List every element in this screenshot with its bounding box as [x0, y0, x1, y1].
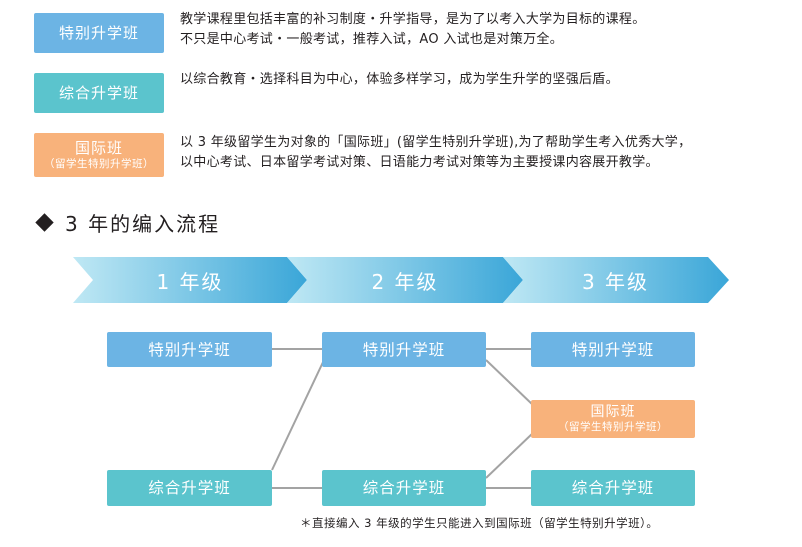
desc-line: 教学课程里包括丰富的补习制度・升学指导，是为了以考入大学为目标的课程。 [180, 12, 646, 27]
connector-line [485, 431, 535, 479]
box-label: 特别升学班 [362, 340, 446, 359]
course-label-text: 国际班 [74, 139, 123, 157]
box-label: 特别升学班 [148, 340, 231, 359]
flow-box-y3-international: 国际班 （留学生特别升学班） [531, 400, 695, 438]
box-label: 综合升学班 [148, 479, 231, 497]
desc-line: 以中心考试、日本留学考试对策、日语能力考试对策等为主要授课内容展开教学。 [180, 155, 659, 170]
flow-box-y3-special: 特别升学班 [531, 332, 695, 367]
section-title-text: 3 年的编入流程 [65, 211, 221, 236]
desc-line: 不只是中心考试・一般考试，推荐入试，AO 入试也是对策万全。 [180, 32, 564, 47]
course-label-general: 综合升学班 [34, 73, 164, 113]
box-label: 国际班 [590, 404, 636, 420]
flow-box-y2-special: 特别升学班 [322, 332, 486, 367]
box-sublabel: （留学生特别升学班） [558, 421, 668, 433]
course-label-special: 特别升学班 [34, 13, 164, 53]
flow-box-y1-general: 综合升学班 [107, 470, 272, 506]
year-1-label: 1 年级 [156, 269, 224, 294]
year-3-label: 3 年级 [581, 269, 650, 294]
course-desc-special: 教学课程里包括丰富的补习制度・升学指导，是为了以考入大学为目标的课程。 不只是中… [180, 10, 790, 50]
course-label-international: 国际班 （留学生特别升学班） [34, 133, 164, 177]
desc-line: 以综合教育・选择科目为中心，体验多样学习，成为学生升学的坚强后盾。 [180, 72, 619, 87]
box-label: 特别升学班 [571, 340, 655, 359]
course-desc-general: 以综合教育・选择科目为中心，体验多样学习，成为学生升学的坚强后盾。 [180, 70, 790, 90]
year-2-arrow [287, 257, 523, 303]
section-title: 3 年的编入流程 [32, 206, 220, 238]
year-1-arrow [73, 257, 307, 303]
connector-line [485, 359, 535, 407]
flow-box-y3-general: 综合升学班 [531, 470, 695, 506]
course-label-text: 特别升学班 [58, 24, 139, 42]
course-desc-international: 以 3 年级留学生为对象的「国际班」(留学生特别升学班),为了帮助学生考入优秀大… [180, 133, 790, 173]
year-3-arrow [503, 257, 729, 303]
footnote: ＊直接编入 3 年级的学生只能进入到国际班（留学生特别升学班）。 [300, 516, 659, 530]
desc-line: 以 3 年级留学生为对象的「国际班」(留学生特别升学班),为了帮助学生考入优秀大… [180, 135, 692, 150]
flow-box-y2-general: 综合升学班 [322, 470, 486, 506]
course-label-subtext: （留学生特别升学班） [44, 158, 154, 170]
box-label: 综合升学班 [362, 479, 446, 497]
connector-line [271, 359, 325, 471]
box-label: 综合升学班 [571, 479, 655, 497]
flow-box-y1-special: 特别升学班 [107, 332, 272, 367]
course-label-text: 综合升学班 [58, 84, 139, 102]
year-2-label: 2 年级 [371, 269, 439, 294]
